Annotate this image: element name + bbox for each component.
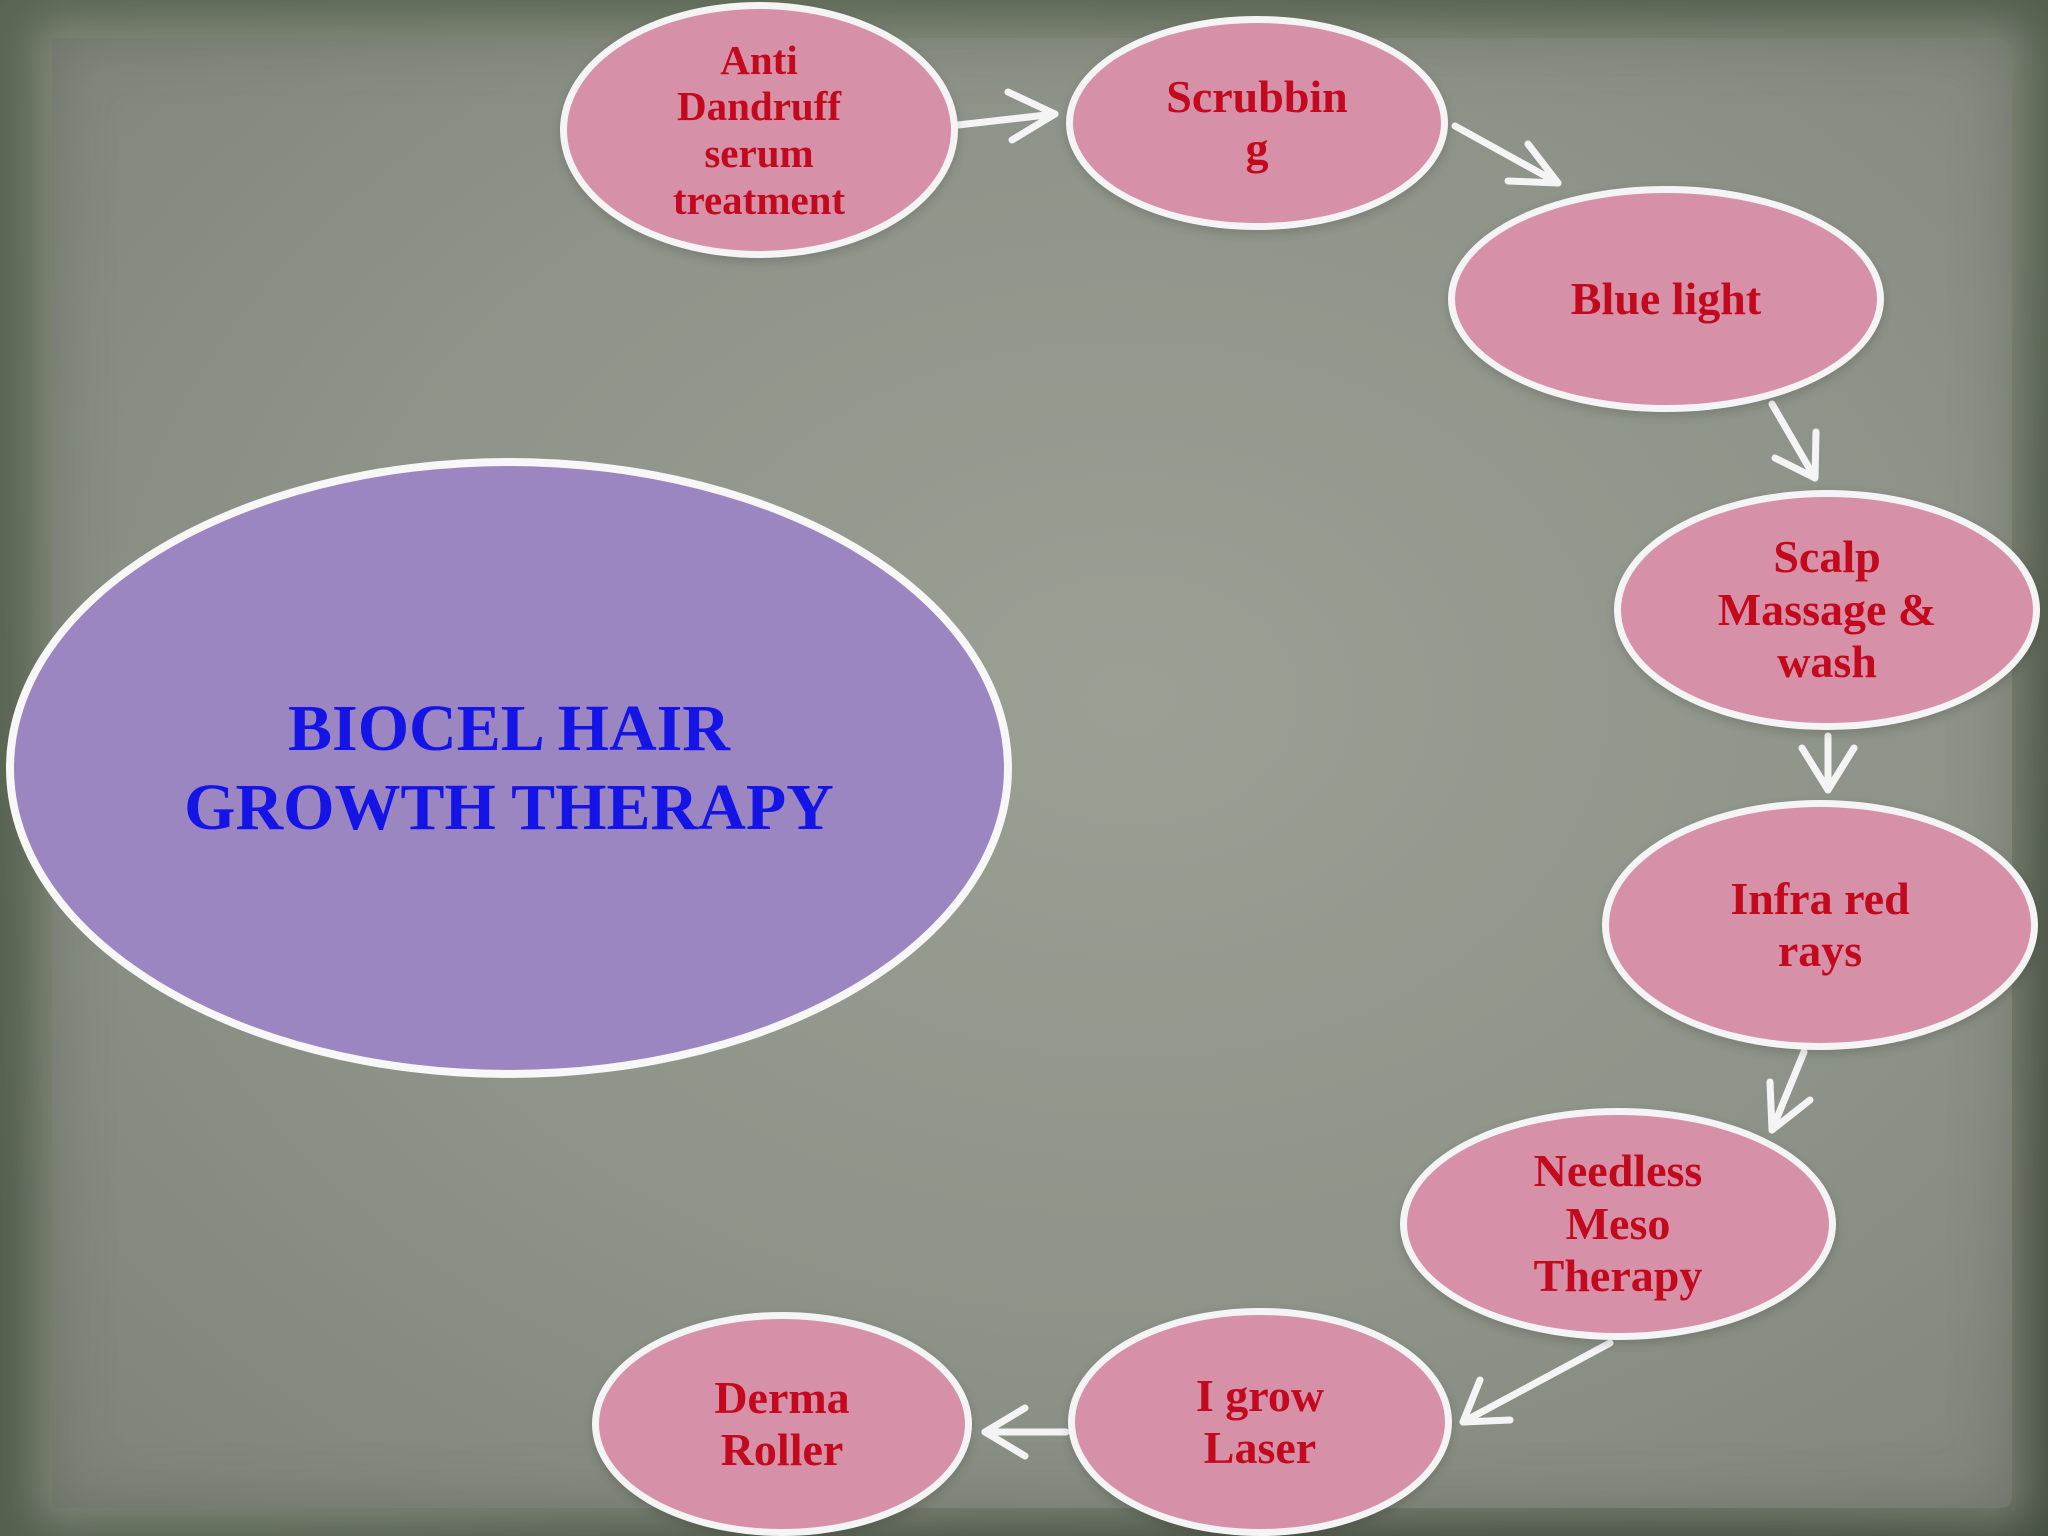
arrowhead-3 <box>1771 428 1820 482</box>
step-i-grow-laser: I grow Laser <box>1068 1308 1452 1536</box>
step-scrubbing: Scrubbin g <box>1066 16 1448 230</box>
central-therapy-node: BIOCEL HAIR GROWTH THERAPY <box>6 458 1012 1078</box>
step-needless-meso: Needless Meso Therapy <box>1400 1108 1836 1340</box>
arrow-5 <box>1768 1048 1808 1134</box>
arrowhead-4 <box>1798 744 1858 794</box>
central-therapy-label: BIOCEL HAIR GROWTH THERAPY <box>184 691 834 844</box>
arrowhead-1 <box>1004 88 1059 144</box>
arrowhead-7 <box>981 1404 1029 1460</box>
step-scalp-massage: Scalp Massage & wash <box>1614 490 2040 730</box>
step-label: Blue light <box>1570 272 1762 324</box>
step-label: Scalp Massage & wash <box>1717 531 1937 688</box>
step-derma-roller: Derma Roller <box>592 1312 972 1536</box>
arrow-3 <box>1768 400 1819 482</box>
step-label: Derma Roller <box>714 1371 850 1475</box>
step-label: I grow Laser <box>1195 1369 1325 1473</box>
arrowhead-6 <box>1459 1376 1514 1426</box>
arrowhead-5 <box>1766 1078 1814 1134</box>
step-infra-red: Infra red rays <box>1602 800 2038 1050</box>
step-label: Anti Dandruff serum treatment <box>672 36 846 223</box>
step-label: Needless Meso Therapy <box>1533 1145 1703 1302</box>
step-label: Infra red rays <box>1730 872 1910 976</box>
arrow-6 <box>1459 1339 1614 1426</box>
arrow-2 <box>1451 122 1562 187</box>
arrow-1 <box>954 110 1059 129</box>
arrowhead-2 <box>1504 140 1562 187</box>
step-anti-dandruff: Anti Dandruff serum treatment <box>560 2 958 258</box>
step-blue-light: Blue light <box>1448 186 1884 412</box>
step-label: Scrubbin g <box>1166 70 1348 174</box>
